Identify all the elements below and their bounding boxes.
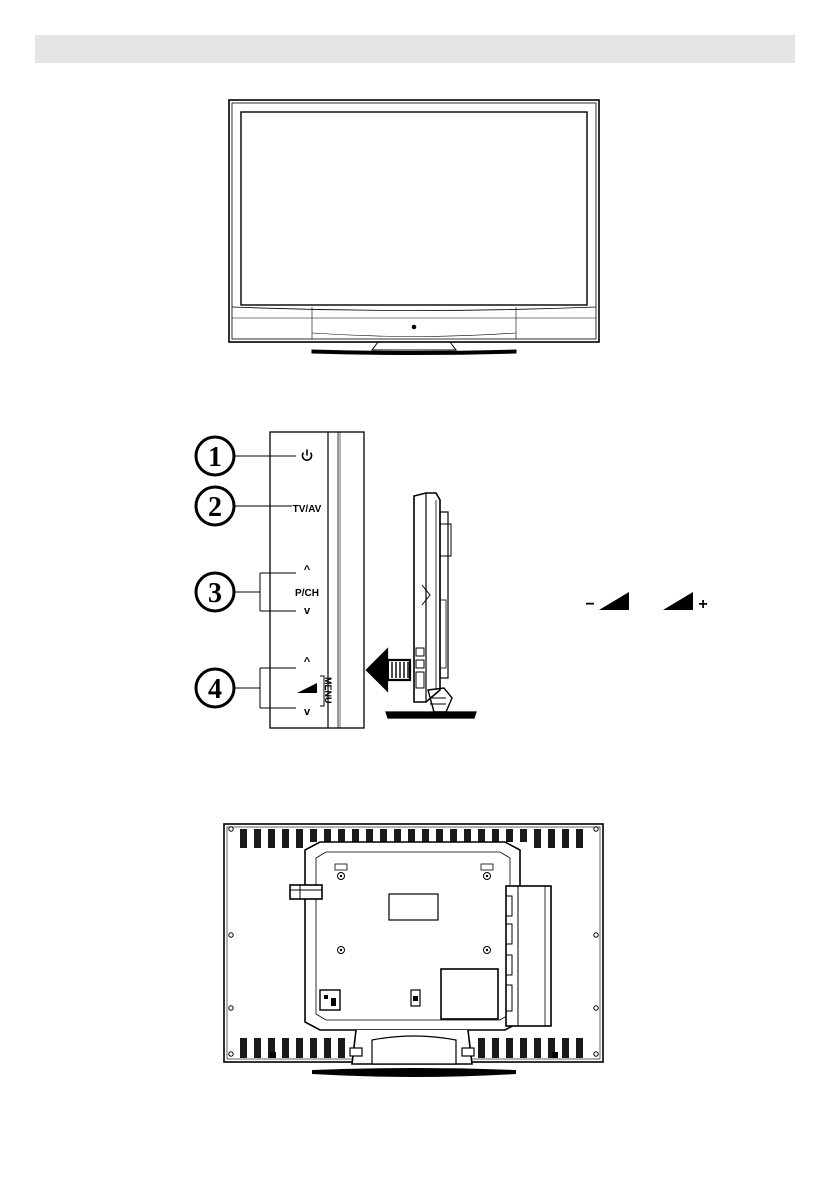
vent-slot xyxy=(240,829,247,848)
pch-up-arrow[interactable]: ^ xyxy=(304,564,311,576)
vent-slot xyxy=(380,829,387,842)
vent-slot xyxy=(338,1038,345,1058)
callout-3-number: 3 xyxy=(208,578,222,609)
volume-legend: − + xyxy=(585,592,707,613)
volume-down-arrow[interactable]: v xyxy=(304,706,311,718)
pch-button-label: P/CH xyxy=(295,588,319,599)
tv-front-stand xyxy=(312,350,516,355)
vent-slot xyxy=(492,829,499,842)
vent-slot xyxy=(296,1038,303,1058)
volume-plus-label: + xyxy=(698,596,707,613)
vent-slot xyxy=(464,829,471,842)
menu-button-label[interactable]: MENU xyxy=(323,677,333,704)
vent-slot xyxy=(478,829,485,842)
callout-2-number: 2 xyxy=(208,492,222,523)
vent-slot xyxy=(254,1038,261,1058)
power-led-icon xyxy=(412,325,416,329)
direction-arrow-icon xyxy=(367,650,410,690)
vent-slot xyxy=(576,1038,583,1058)
vent-slot xyxy=(240,1038,247,1058)
vent-slot xyxy=(436,829,443,842)
vent-slot xyxy=(282,829,289,848)
vent-slot xyxy=(254,829,261,848)
vent-slot xyxy=(366,829,373,842)
volume-down-wedge-icon xyxy=(599,592,629,610)
vent-slot xyxy=(562,829,569,848)
volume-minus-label: − xyxy=(585,596,594,613)
vent-slot xyxy=(310,1038,317,1058)
vent-slot xyxy=(408,829,415,842)
vent-slot xyxy=(450,829,457,842)
vent-slot xyxy=(506,1038,513,1058)
volume-up-arrow[interactable]: ^ xyxy=(304,656,311,668)
vent-slot xyxy=(548,829,555,848)
vent-slot xyxy=(520,1038,527,1058)
vent-slot xyxy=(534,829,541,848)
callout-1-number: 1 xyxy=(208,442,222,473)
vent-slot xyxy=(562,1038,569,1058)
vent-slot xyxy=(478,1038,485,1058)
vent-slot xyxy=(310,829,317,842)
tv-rear-view xyxy=(224,824,603,1077)
vent-slot xyxy=(520,829,527,842)
callout-4-number: 4 xyxy=(208,674,222,705)
vent-slot xyxy=(506,829,513,842)
vent-slot xyxy=(324,1038,331,1058)
tv-front-screen xyxy=(241,112,587,305)
vent-slot xyxy=(576,829,583,848)
vent-slot xyxy=(352,829,359,842)
vent-slot xyxy=(282,1038,289,1058)
volume-up-wedge-icon xyxy=(663,592,693,610)
pch-down-arrow[interactable]: v xyxy=(304,605,311,617)
vent-slot xyxy=(394,829,401,842)
vent-slot xyxy=(422,829,429,842)
tv-front-view xyxy=(229,100,599,355)
vent-slot xyxy=(296,829,303,848)
vent-slot xyxy=(338,829,345,842)
tv-av-button-label[interactable]: TV/AV xyxy=(293,504,322,515)
vent-slot xyxy=(268,829,275,848)
vent-slot xyxy=(492,1038,499,1058)
vent-slot xyxy=(324,829,331,842)
vent-slot xyxy=(534,1038,541,1058)
tv-front-outer-bezel xyxy=(229,100,599,342)
tv-side-profile xyxy=(386,493,476,718)
